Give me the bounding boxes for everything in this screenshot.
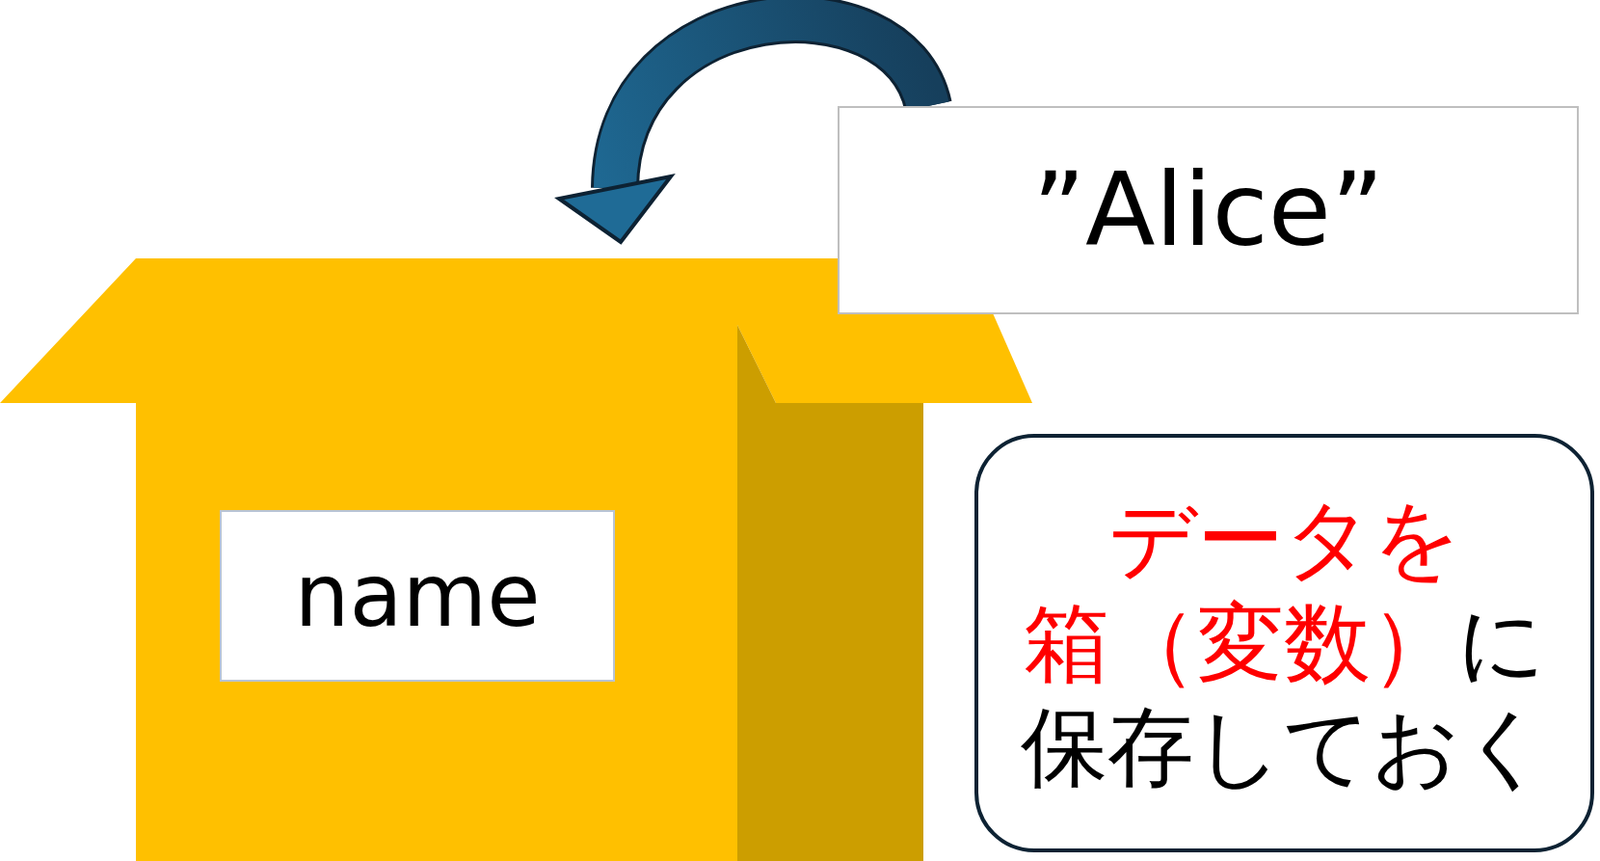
variable-name-label: name <box>219 509 615 682</box>
node-text: ”Alice” <box>1032 151 1385 269</box>
arrow-head <box>559 176 671 242</box>
node-text: データを箱（変数）に保存しておく <box>1020 486 1549 800</box>
value-box: ”Alice” <box>837 106 1579 315</box>
node-text: name <box>293 545 540 646</box>
box-front <box>0 258 1033 861</box>
plain-text: に <box>1457 591 1547 694</box>
highlight-text: 箱（変数） <box>1023 591 1458 694</box>
plain-text: 保存しておく <box>1020 695 1549 798</box>
box-side <box>737 324 924 861</box>
text-line: 保存しておく <box>1020 694 1549 800</box>
text-line: データを <box>1020 486 1549 591</box>
text-line: 箱（変数）に <box>1020 590 1549 695</box>
note-box: データを箱（変数）に保存しておく <box>974 433 1595 853</box>
highlight-text: データを <box>1108 487 1462 589</box>
